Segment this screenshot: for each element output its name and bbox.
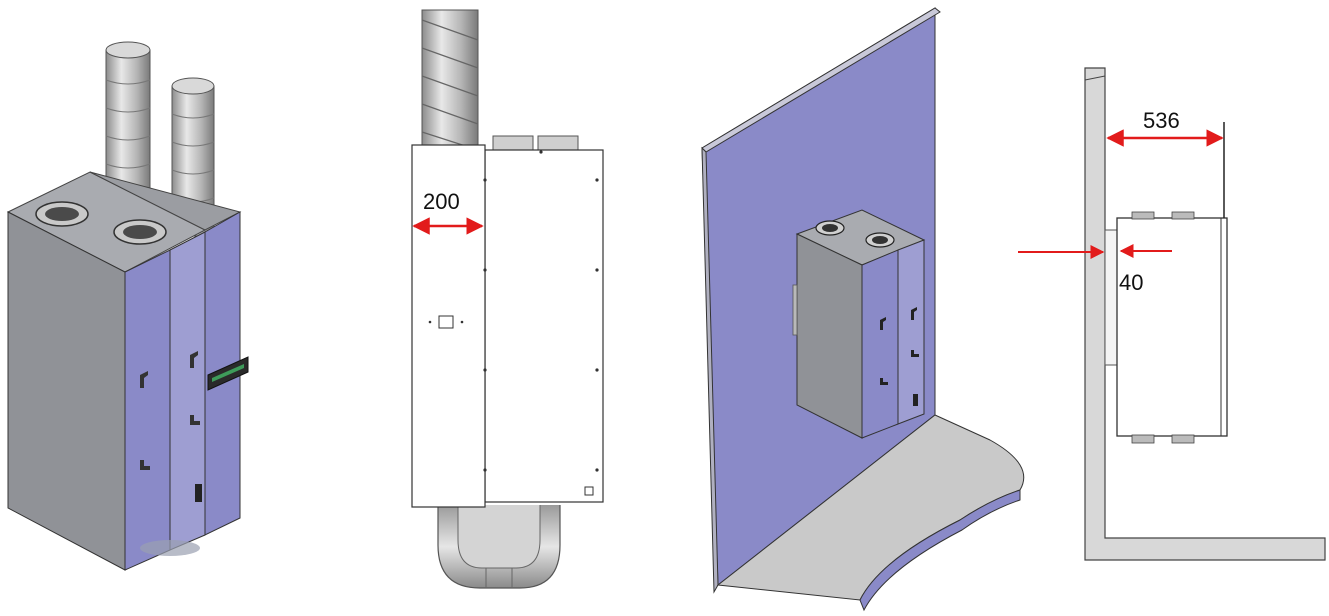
- dimension-label-wall-gap: 40: [1119, 270, 1143, 295]
- bottom-elbow-duct: [437, 505, 561, 589]
- dimension-label-front-offset: 200: [423, 189, 460, 214]
- dimension-front-offset: 200: [412, 189, 484, 235]
- collar-2: [113, 219, 167, 245]
- access-port-icon: [428, 315, 464, 329]
- dimension-wall-gap: 40: [1018, 244, 1172, 295]
- unit-wall-mounted-view: [701, 7, 1025, 612]
- unit-isometric-view: [6, 41, 249, 571]
- dimension-side-depth: 536: [1106, 108, 1224, 147]
- control-panel-display: [207, 356, 249, 391]
- dimension-label-side-depth: 536: [1143, 108, 1180, 133]
- vertical-duct-pipe: [421, 9, 479, 151]
- wall-unit-collar-1: [815, 220, 845, 236]
- collar-1: [35, 201, 89, 227]
- unit-side-view-wall-clearance: 536 40: [1018, 67, 1326, 561]
- unit-front-view-with-duct: 200: [411, 9, 604, 589]
- wall-unit-collar-2: [865, 232, 895, 248]
